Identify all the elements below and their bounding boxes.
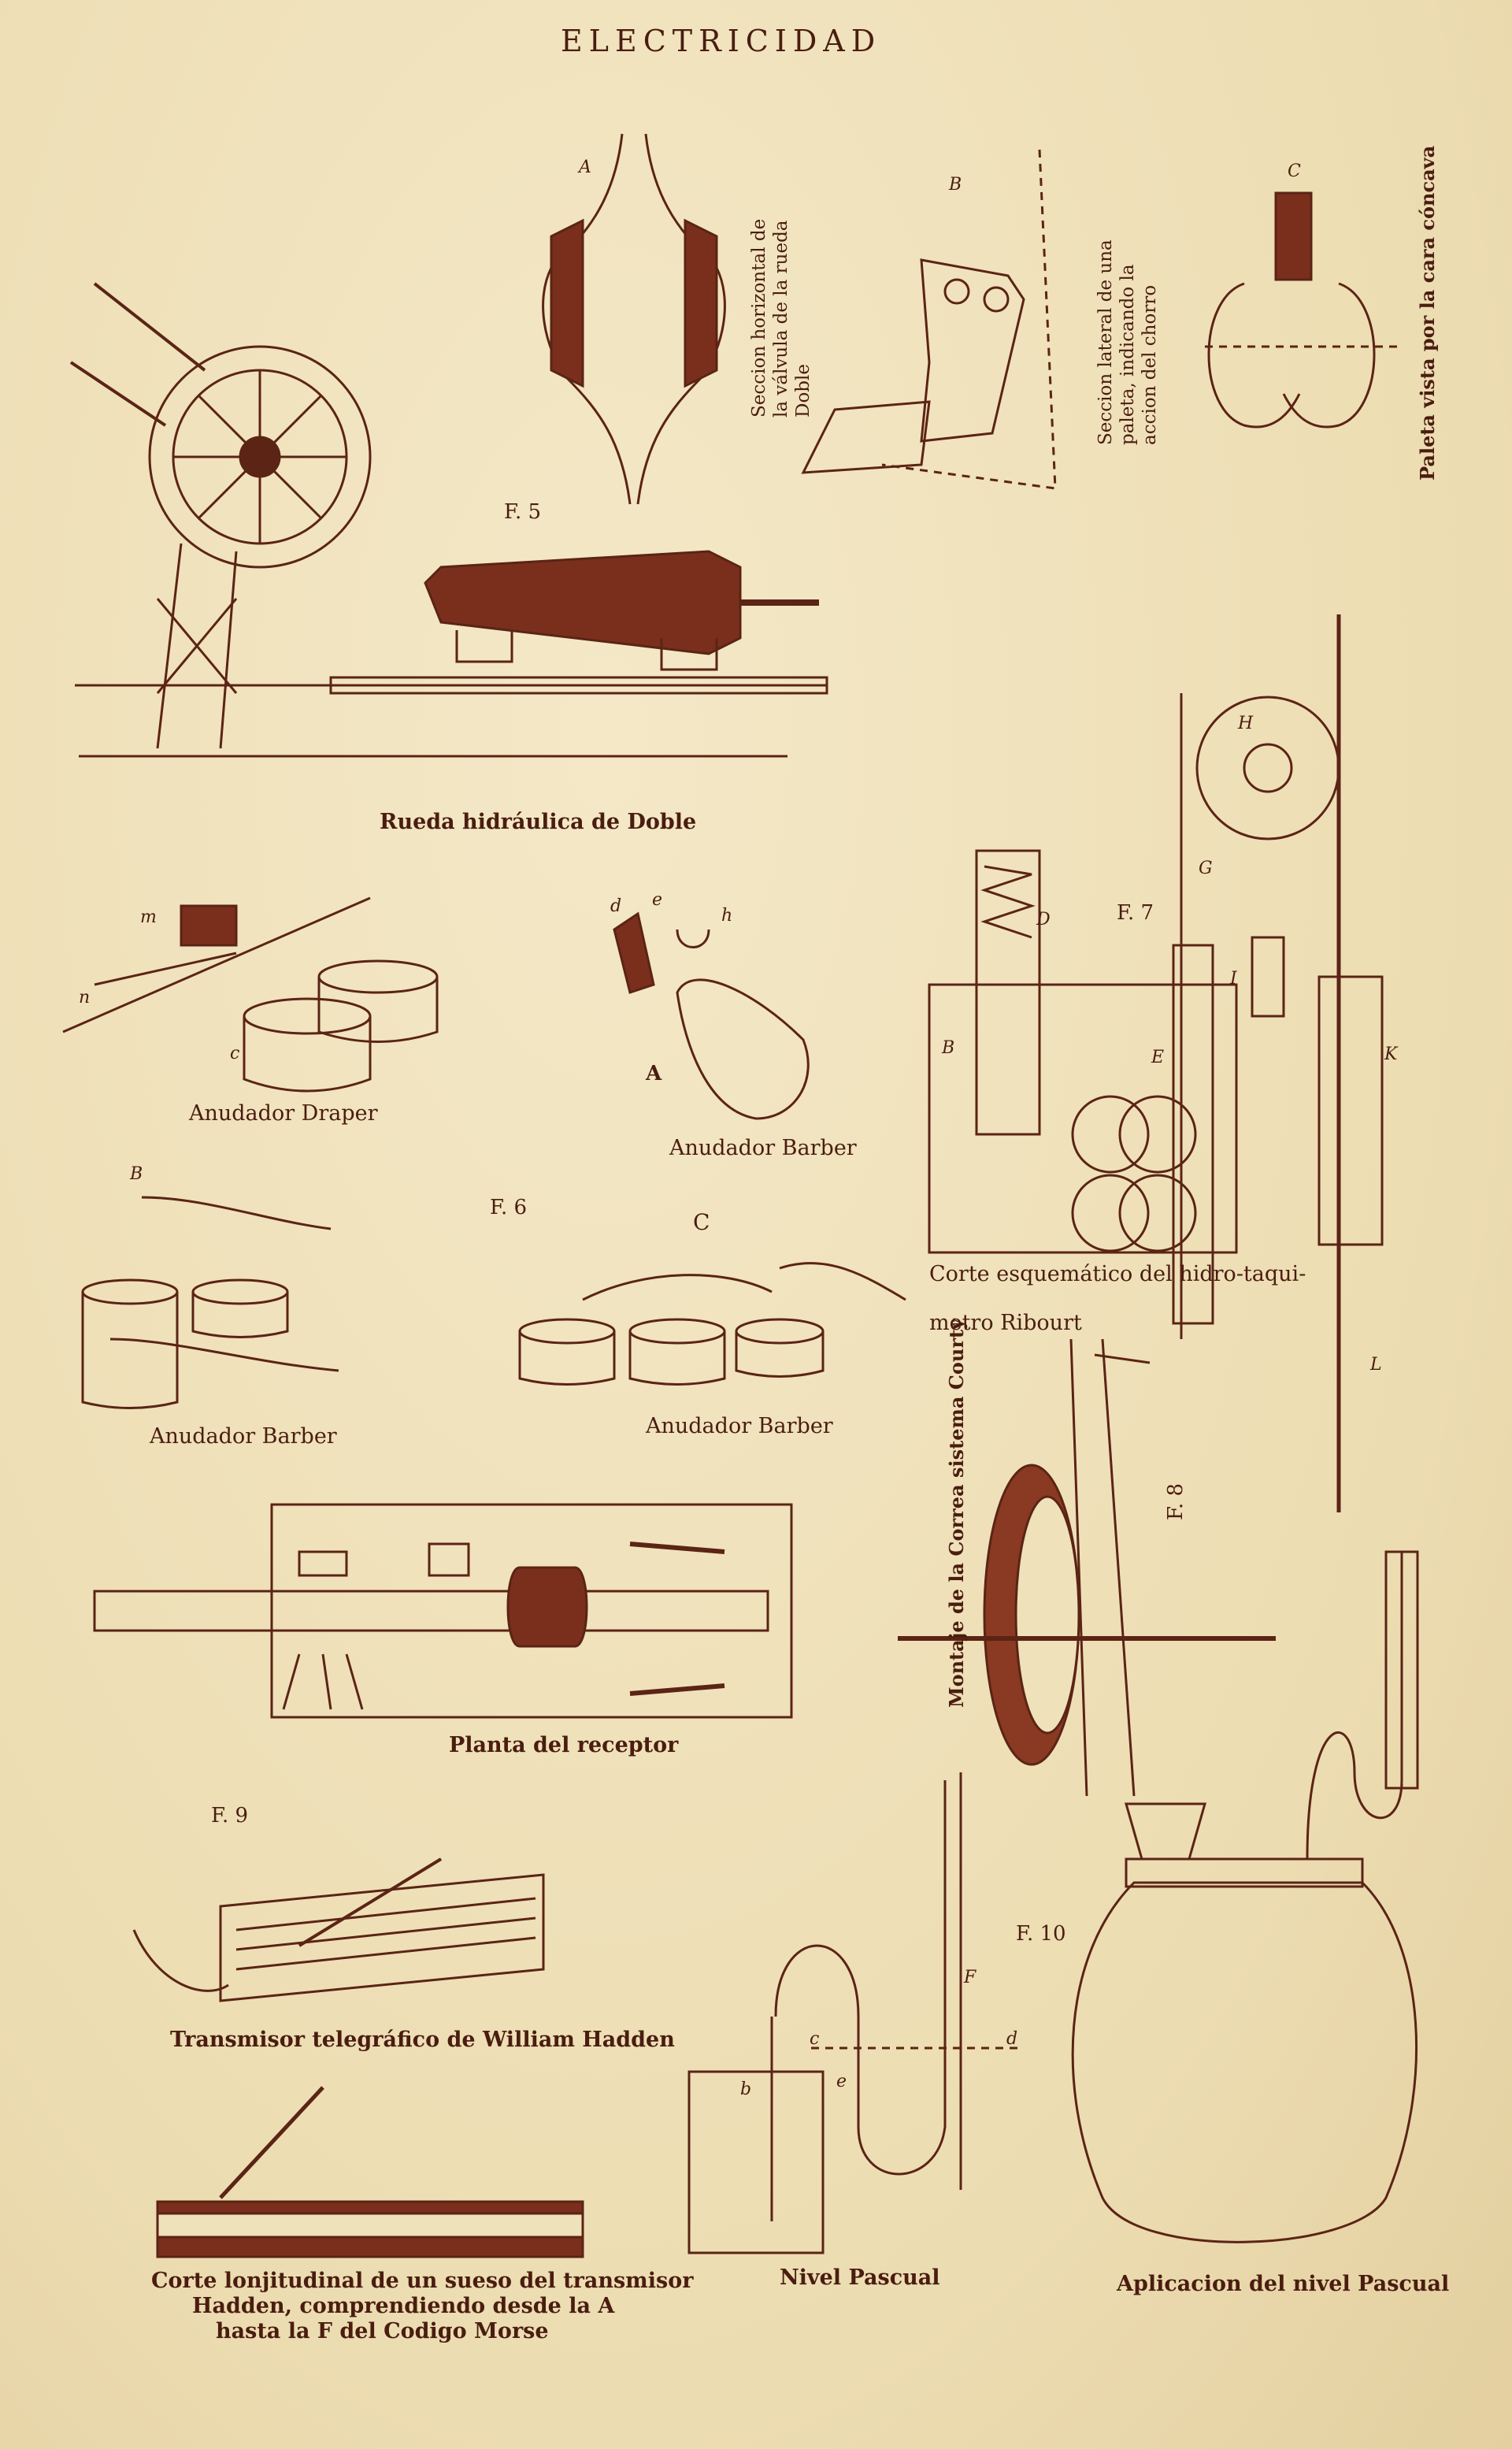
label-d-tacho: D bbox=[1036, 910, 1051, 930]
figure-label-f7: F. 7 bbox=[1117, 901, 1154, 925]
caption-nivel: Nivel Pascual bbox=[780, 2265, 940, 2290]
label-h-barber: h bbox=[721, 906, 733, 926]
hadden-transmitter-drawing bbox=[132, 1857, 545, 2002]
label-h-tacho: H bbox=[1238, 714, 1254, 733]
caption-planta-receptor: Planta del receptor bbox=[449, 1733, 679, 1757]
caption-anudador-draper: Anudador Draper bbox=[189, 1101, 378, 1126]
figure-label-f6: F. 6 bbox=[490, 1196, 528, 1219]
label-e-level: e bbox=[836, 2072, 847, 2091]
pascual-application-drawing bbox=[1071, 1550, 1419, 2243]
label-a-barber: A bbox=[646, 1062, 662, 1085]
figure-label-f9: F. 9 bbox=[211, 1804, 249, 1827]
paddle-front-drawing bbox=[1205, 191, 1402, 429]
label-c-paddle: C bbox=[1288, 161, 1301, 181]
caption-anudador-barber-1: Anudador Barber bbox=[669, 1136, 857, 1160]
caption-seccion-lateral: Seccion lateral de una paleta, indicando… bbox=[1095, 209, 1161, 445]
caption-anudador-barber-3: Anudador Barber bbox=[646, 1414, 833, 1438]
barber-knotter-b-drawing bbox=[81, 1196, 339, 1409]
label-k-tacho: K bbox=[1384, 1045, 1398, 1064]
label-b-paddle: B bbox=[949, 175, 962, 195]
label-m-draper: m bbox=[140, 907, 157, 927]
hadden-section-drawing bbox=[156, 2086, 584, 2258]
label-g-tacho: G bbox=[1199, 859, 1213, 878]
caption-seccion-lateral-text: Seccion lateral de una paleta, indicando… bbox=[1095, 239, 1160, 445]
caption-seccion-horizontal-text: Seccion horizontal de la válvula de la r… bbox=[749, 218, 813, 417]
label-n-draper: n bbox=[79, 988, 91, 1007]
label-f-level: F bbox=[964, 1968, 976, 1987]
barber-knotter-c-drawing bbox=[518, 1262, 906, 1386]
caption-paleta: Paleta vista por la cara cóncava bbox=[1416, 145, 1439, 481]
label-c-draper: c bbox=[230, 1044, 240, 1063]
caption-rueda: Rueda hidráulica de Doble bbox=[380, 810, 697, 834]
caption-transmisor: Transmisor telegráfico de William Hadden bbox=[170, 2028, 675, 2052]
label-b-barber: B bbox=[130, 1164, 143, 1184]
hydro-tachometer-drawing bbox=[928, 614, 1384, 1512]
figure-label-f5: F. 5 bbox=[504, 500, 542, 524]
caption-aplicacion: Aplicacion del nivel Pascual bbox=[1117, 2272, 1450, 2296]
nozzle-drawing bbox=[424, 550, 819, 671]
caption-corte-hidro-2: metro Ribourt bbox=[929, 1311, 1082, 1335]
page-title: ELECTRICIDAD bbox=[561, 24, 882, 58]
caption-corte-longitudinal-1: Corte lonjitudinal de un sueso del trans… bbox=[151, 2269, 694, 2293]
label-c-level: c bbox=[810, 2029, 820, 2049]
caption-correa: Montaje de la Correa sistema Courty bbox=[945, 1318, 968, 1708]
courty-belt-drawing bbox=[898, 1338, 1419, 1797]
paddle-side-section-drawing bbox=[801, 149, 1057, 490]
label-e-tacho: E bbox=[1151, 1048, 1165, 1067]
label-e-barber: e bbox=[652, 890, 663, 910]
figure-label-f8: F. 8 bbox=[1164, 1482, 1188, 1520]
label-b-tacho: B bbox=[942, 1038, 955, 1058]
label-i-tacho: I bbox=[1230, 969, 1237, 989]
receptor-plan-drawing bbox=[93, 1503, 793, 1719]
label-d-level: d bbox=[1006, 2029, 1018, 2049]
water-wheel-drawing bbox=[69, 282, 828, 758]
pascual-level-drawing bbox=[687, 1772, 1024, 2254]
label-d-barber: d bbox=[610, 896, 622, 916]
caption-corte-longitudinal-3: hasta la F del Codigo Morse bbox=[216, 2319, 549, 2343]
valve-section-drawing bbox=[542, 133, 726, 505]
label-a-valve: A bbox=[579, 158, 591, 177]
figure-label-f10: F. 10 bbox=[1016, 1922, 1066, 1946]
barber-knotter-a-drawing bbox=[613, 911, 810, 1120]
caption-corte-hidro-1: Corte esquemático del hidro-taqui- bbox=[929, 1262, 1306, 1286]
caption-seccion-horizontal: Seccion horizontal de la válvula de la r… bbox=[748, 213, 814, 417]
label-b-level: b bbox=[740, 2080, 752, 2099]
draper-knotter-drawing bbox=[62, 896, 439, 1093]
label-l-tacho: L bbox=[1370, 1355, 1382, 1375]
caption-corte-longitudinal-2: Hadden, comprendiendo desde la A bbox=[192, 2294, 615, 2318]
label-c-barber: C bbox=[693, 1209, 710, 1235]
caption-anudador-barber-2: Anudador Barber bbox=[150, 1424, 337, 1449]
